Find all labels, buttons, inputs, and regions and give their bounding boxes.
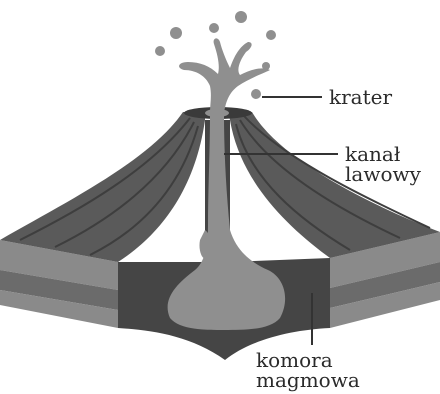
lava-droplet — [155, 46, 165, 56]
lava-droplet — [266, 30, 276, 40]
label-kanal-lawowy: kanał lawowy — [345, 144, 421, 184]
label-kanal-line2: lawowy — [345, 164, 421, 184]
label-komora-line1: komora — [256, 350, 360, 370]
label-komora-line2: magmowa — [256, 370, 360, 390]
label-kanal-line1: kanał — [345, 144, 421, 164]
label-krater: krater — [329, 87, 392, 107]
left-slope — [0, 112, 205, 262]
lava-droplet — [209, 23, 219, 33]
plume-body — [179, 38, 270, 113]
lava-droplet — [251, 89, 261, 99]
lava-droplet — [235, 11, 247, 23]
lava-droplet — [170, 27, 182, 39]
label-krater-text: krater — [329, 85, 392, 109]
label-komora-magmowa: komora magmowa — [256, 350, 360, 390]
eruption-plume — [155, 11, 276, 113]
lava-droplet — [262, 62, 270, 70]
